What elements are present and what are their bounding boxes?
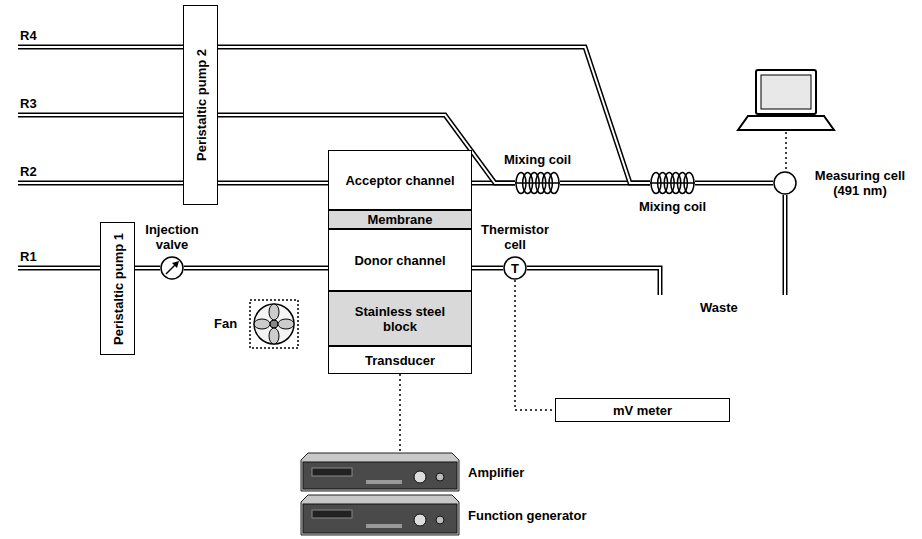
box-text: Transducer [365, 353, 435, 368]
tube-connector [135, 268, 160, 269]
function-generator: Function generator [300, 494, 460, 536]
laptop-icon [738, 70, 834, 170]
mixing-coil-symbol [650, 171, 695, 195]
box-text: Membrane [367, 212, 432, 227]
signal-wire [515, 280, 555, 410]
membrane: Membrane [328, 210, 472, 229]
box-text: Stainless steel block [337, 304, 463, 334]
part-label: Fan [214, 316, 237, 331]
reagent-label: R1 [20, 249, 37, 264]
amplifier-symbol [300, 452, 460, 492]
mixing-coil: Mixing coil [515, 171, 560, 195]
symbol-text-holder: T [503, 256, 527, 280]
tube-connector [695, 183, 773, 184]
box-text: Donor channel [354, 253, 445, 268]
node-label: Function generator [468, 508, 586, 523]
thermistor-cell: Thermistor cellT [503, 256, 527, 280]
mixing-coil-symbol [515, 171, 560, 195]
measuring-cell: Measuring cell (491 nm) [773, 171, 797, 195]
mixing-coil: Mixing coil [650, 171, 695, 195]
node-label: Amplifier [468, 465, 524, 480]
node-label: Mixing coil [503, 152, 573, 167]
node-label: Measuring cell (491 nm) [805, 168, 915, 198]
pump-box: Peristaltic pump 1 [100, 222, 135, 355]
node-label: Mixing coil [638, 199, 708, 214]
reagent-label: R2 [20, 164, 37, 179]
function-generator-symbol [300, 494, 460, 536]
node-label: Injection valve [137, 222, 207, 252]
part-label: Waste [700, 300, 738, 315]
pump-box: Peristaltic pump 2 [183, 5, 218, 205]
pump-label: Peristaltic pump 1 [110, 233, 125, 345]
acceptor-channel: Acceptor channel [328, 150, 472, 210]
donor-channel: Donor channel [328, 229, 472, 291]
tube-connector [218, 183, 328, 184]
fan-icon [250, 300, 298, 348]
transducer: Transducer [328, 346, 472, 374]
node-label: Thermistor cell [475, 222, 555, 252]
injection-valve: Injection valve [160, 256, 184, 280]
steel-block: Stainless steel block [328, 291, 472, 346]
measuring-cell-symbol [773, 171, 797, 195]
mv-meter: mV meter [555, 398, 730, 422]
tube-connector [472, 268, 503, 269]
amplifier: Amplifier [300, 452, 460, 492]
box-text: mV meter [613, 403, 672, 418]
pump-label: Peristaltic pump 2 [193, 49, 208, 161]
reagent-label: R3 [20, 96, 37, 111]
tube-connector [184, 268, 328, 269]
signal-wire [400, 374, 401, 452]
box-text: Acceptor channel [345, 173, 454, 188]
reagent-label: R4 [20, 28, 37, 43]
injection-valve-symbol [160, 256, 184, 280]
symbol-text: T [511, 261, 519, 276]
